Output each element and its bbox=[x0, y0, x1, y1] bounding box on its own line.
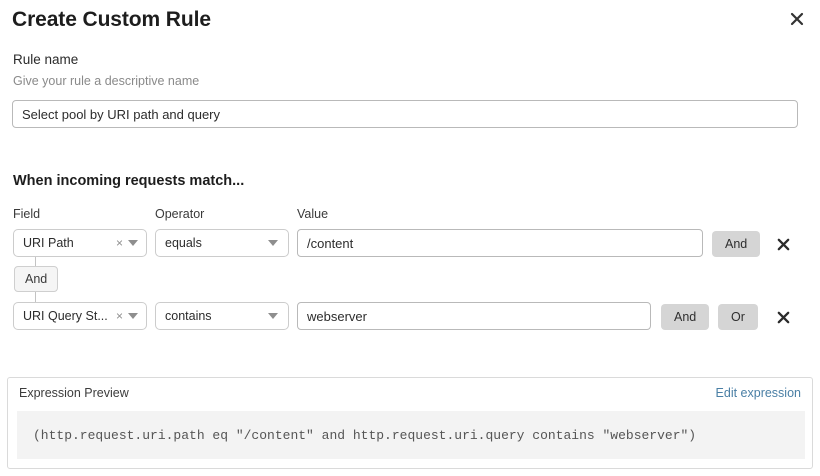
rule-name-label: Rule name bbox=[13, 52, 79, 67]
connector-line-bottom bbox=[35, 292, 36, 302]
value-input-row-2[interactable] bbox=[297, 302, 651, 330]
conditions-heading: When incoming requests match... bbox=[13, 173, 245, 189]
column-header-field: Field bbox=[13, 207, 41, 221]
clear-icon[interactable]: × bbox=[115, 309, 123, 323]
clear-icon[interactable]: × bbox=[115, 236, 123, 250]
connector-line-top bbox=[35, 257, 36, 267]
column-header-operator: Operator bbox=[155, 207, 205, 221]
operator-select-row-1[interactable]: equals bbox=[155, 229, 289, 257]
and-button-row-1[interactable]: And bbox=[712, 231, 761, 257]
expression-preview-code: (http.request.uri.path eq "/content" and… bbox=[17, 411, 805, 459]
column-header-value: Value bbox=[297, 207, 329, 221]
or-button-row-2[interactable]: Or bbox=[718, 304, 758, 330]
operator-select-row-2[interactable]: contains bbox=[155, 302, 289, 330]
rule-name-help-text: Give your rule a descriptive name bbox=[13, 74, 200, 88]
edit-expression-link[interactable]: Edit expression bbox=[715, 386, 801, 400]
field-select-row-2[interactable]: URI Query St... × bbox=[13, 302, 147, 330]
expression-preview-card: Expression Preview Edit expression (http… bbox=[7, 377, 813, 469]
value-input-row-1[interactable] bbox=[297, 229, 703, 257]
remove-icon-glyph bbox=[777, 238, 789, 250]
field-select-row-2-label: URI Query St... bbox=[23, 309, 108, 323]
dialog-title: Create Custom Rule bbox=[12, 8, 211, 31]
chevron-down-icon[interactable] bbox=[268, 313, 278, 319]
close-icon[interactable] bbox=[784, 6, 810, 32]
and-button-row-2[interactable]: And bbox=[661, 304, 710, 330]
chevron-down-icon[interactable] bbox=[128, 313, 138, 319]
field-select-row-1[interactable]: URI Path × bbox=[13, 229, 147, 257]
chevron-down-icon[interactable] bbox=[268, 240, 278, 246]
remove-icon[interactable] bbox=[772, 306, 794, 328]
chevron-down-icon[interactable] bbox=[128, 240, 138, 246]
field-select-row-1-label: URI Path bbox=[23, 236, 74, 250]
remove-icon-glyph bbox=[777, 311, 789, 323]
connector-and-badge[interactable]: And bbox=[14, 266, 59, 292]
operator-select-row-2-label: contains bbox=[165, 309, 212, 323]
remove-icon[interactable] bbox=[772, 233, 794, 255]
operator-select-row-1-label: equals bbox=[165, 236, 202, 250]
expression-preview-title: Expression Preview bbox=[19, 386, 129, 400]
rule-name-input[interactable] bbox=[12, 100, 798, 128]
close-icon-glyph bbox=[790, 12, 804, 26]
